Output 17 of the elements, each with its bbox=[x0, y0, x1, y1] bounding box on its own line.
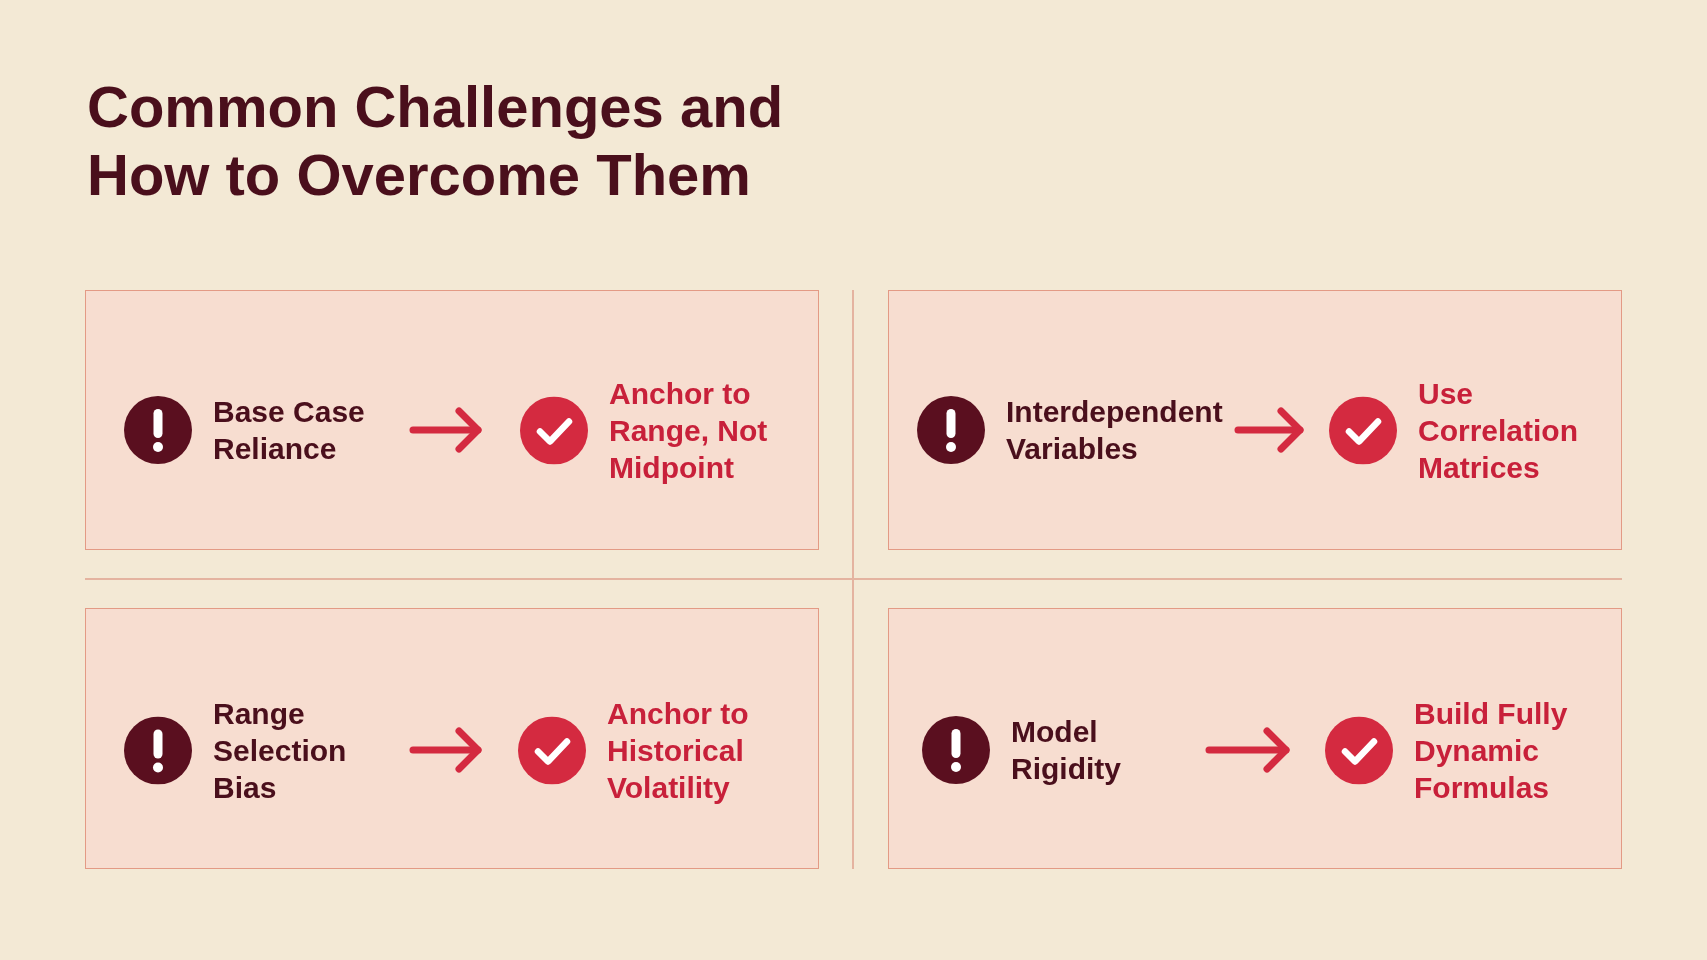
challenge-text: Base Case Reliance bbox=[213, 394, 366, 467]
solution-text: Use Correlation Matrices bbox=[1418, 375, 1580, 486]
solution-text: Anchor to Range, Not Midpoint bbox=[609, 375, 769, 486]
panel-card bbox=[85, 290, 819, 550]
arrow bbox=[409, 407, 482, 453]
panel-card bbox=[85, 608, 819, 869]
arrow bbox=[1205, 727, 1290, 773]
panel-card bbox=[888, 608, 1622, 869]
arrow bbox=[409, 727, 482, 773]
solution-text: Anchor to Historical Volatility bbox=[607, 695, 750, 806]
challenge-text: Model Rigidity bbox=[1011, 714, 1122, 787]
panel-card bbox=[888, 290, 1622, 550]
challenge-text: Range Selection Bias bbox=[213, 695, 348, 806]
title: Common Challenges and How to Overcome Them bbox=[87, 73, 785, 209]
challenge-text: Interdependent Variables bbox=[1006, 394, 1224, 467]
arrow bbox=[1234, 407, 1304, 453]
solution-text: Build Fully Dynamic Formulas bbox=[1414, 695, 1569, 806]
